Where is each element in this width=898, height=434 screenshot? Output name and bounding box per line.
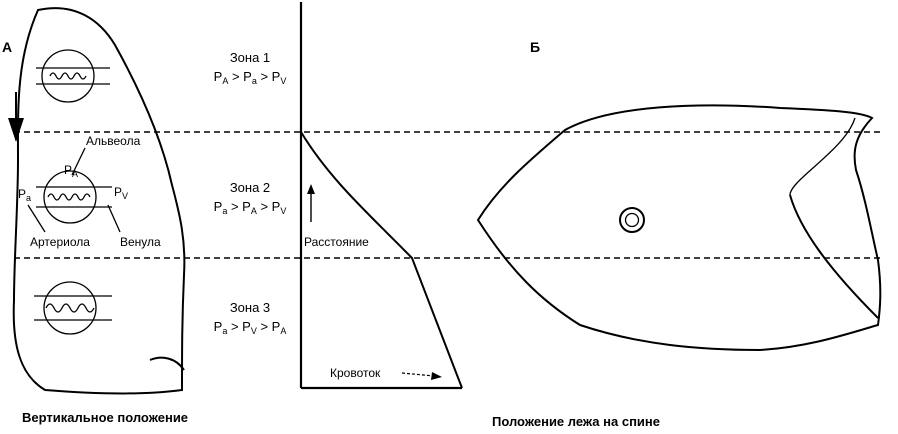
zone-3-relation: Pa > PV > PA (214, 319, 287, 336)
label-arteriola: Артериола (30, 235, 90, 249)
label-p-arterial: Pa (18, 187, 31, 203)
blood-flow-curve (300, 131, 463, 389)
zone-2-relation: Pa > PA > PV (214, 199, 287, 216)
panel-letter-b: Б (530, 39, 540, 55)
zone-2-label: Зона 2 Pa > PA > PV (214, 180, 287, 216)
zone-1-label: Зона 1 PA > Pa > PV (214, 50, 287, 86)
capillary-unit-zone-2 (27, 147, 121, 233)
zone-1-relation: PA > Pa > PV (214, 69, 287, 86)
caption-supine: Положение лежа на спине (492, 414, 660, 429)
capillary-unit-zone-1 (36, 49, 110, 103)
zone-3-title: Зона 3 (230, 300, 270, 315)
lung-edge-arrow (8, 92, 24, 142)
distance-arrow (307, 184, 315, 222)
supine-lung-outline (476, 104, 882, 352)
caption-upright: Вертикальное положение (22, 410, 188, 425)
supine-lung-inner-fold (789, 117, 856, 196)
capillary-unit-zone-3 (34, 281, 112, 335)
zone-2-title: Зона 2 (230, 180, 270, 195)
graph-xlabel: Кровоток (330, 366, 381, 380)
label-p-venous: PV (114, 185, 128, 201)
bronchus-circle-icon (619, 207, 645, 233)
flow-arrow (401, 372, 442, 380)
label-alveola: Альвеола (86, 134, 141, 148)
upright-lung-outline (12, 7, 186, 395)
graph-ylabel: Расстояние (304, 235, 369, 249)
supine-lung-fissure (789, 194, 879, 319)
label-venula: Венула (120, 235, 161, 249)
panel-letter-a: А (2, 39, 12, 55)
lung-fissure (149, 356, 185, 371)
zone-3-label: Зона 3 Pa > PV > PA (214, 300, 287, 336)
zone-1-title: Зона 1 (230, 50, 270, 65)
label-p-alveolar: PA (64, 163, 78, 179)
